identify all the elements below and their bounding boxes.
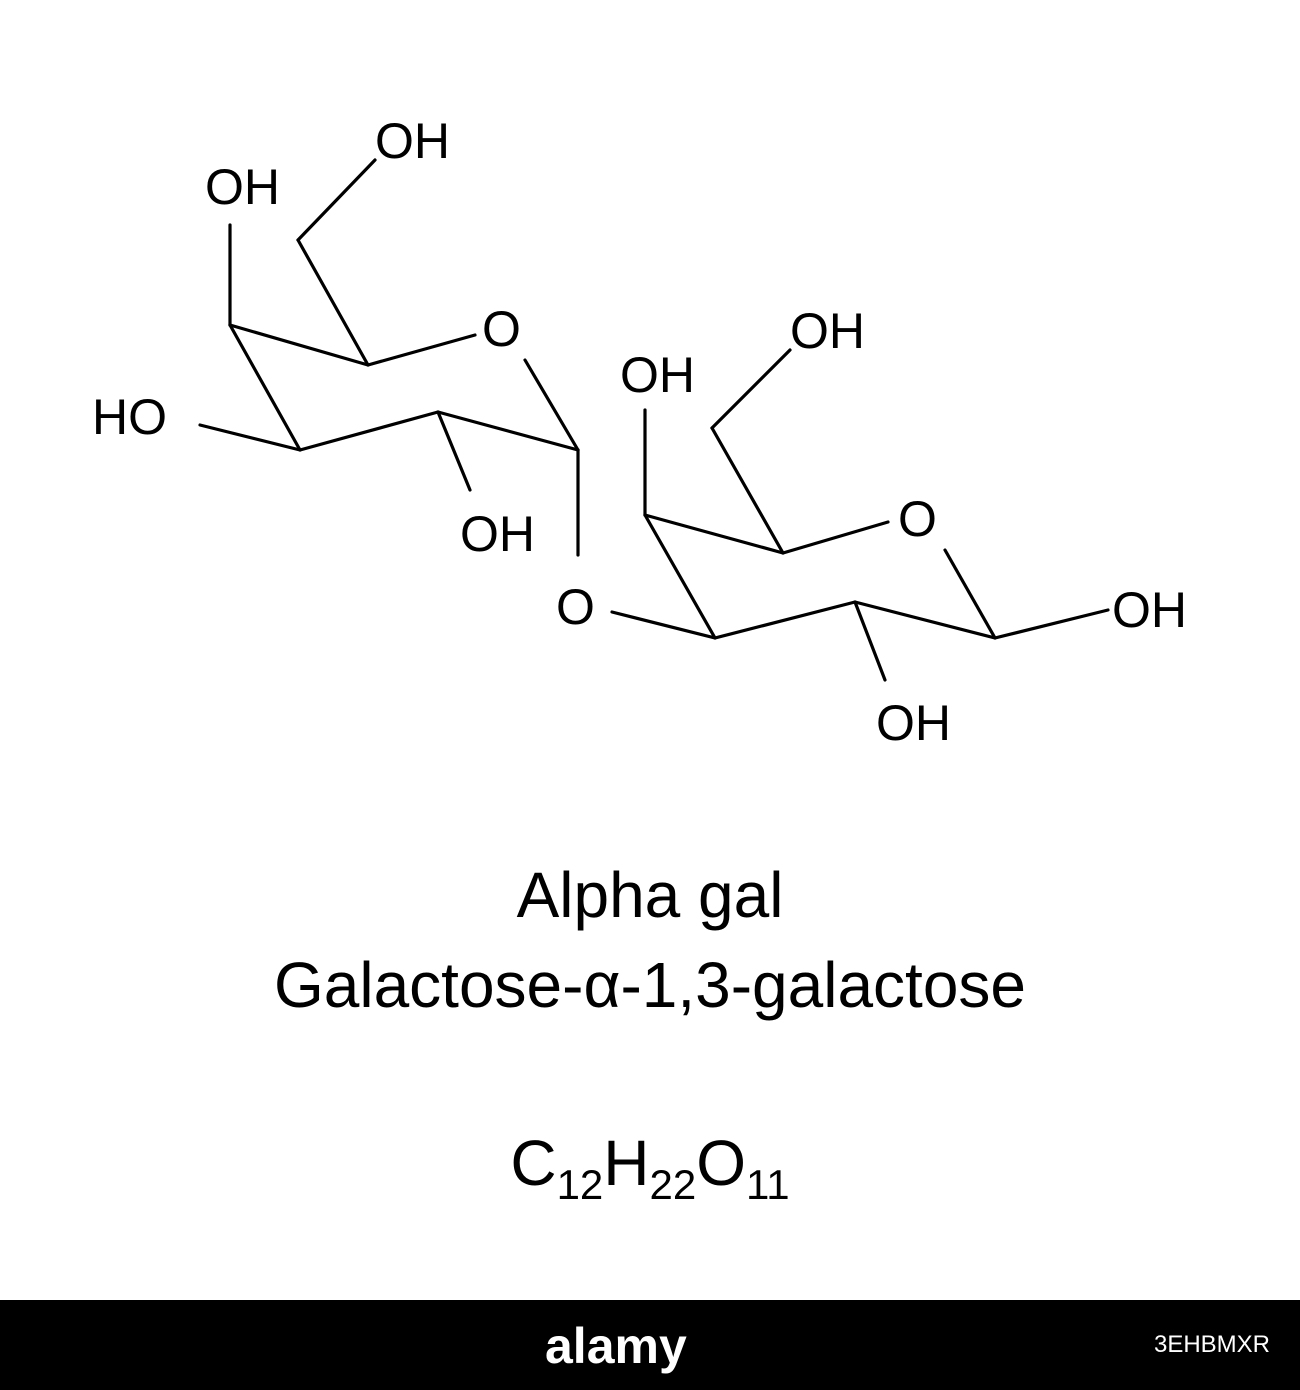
bond (853, 600, 997, 640)
bond (993, 608, 1110, 640)
bond (710, 426, 785, 555)
bond (228, 323, 370, 367)
bond (296, 238, 370, 367)
formula-element: H (603, 1127, 650, 1199)
bond (710, 348, 792, 430)
watermark-logo: alamy (545, 1318, 687, 1374)
bond (853, 600, 887, 682)
atom-label: OH (205, 159, 280, 215)
atom-label: OH (375, 113, 450, 169)
formula-count: 11 (746, 1161, 790, 1208)
formula-element: O (696, 1127, 747, 1199)
bond (296, 158, 377, 242)
formula-count: 12 (556, 1161, 604, 1208)
systematic-name: Galactose-α-1,3-galactose (273, 949, 1027, 1021)
bond (781, 520, 890, 555)
bond (228, 323, 302, 452)
bond (643, 513, 785, 555)
bond (198, 423, 302, 452)
atom-label: HO (92, 389, 167, 445)
molecular-formula: C12H22O11 (0, 1118, 1300, 1208)
atom-label: O (482, 301, 521, 357)
formula-element: C (510, 1127, 557, 1199)
atom-label: OH (620, 347, 695, 403)
atom-label: OH (876, 695, 951, 751)
bond (436, 410, 580, 452)
common-name: Alpha gal (516, 859, 784, 931)
image-id-label: 3EHBMXR (1153, 1331, 1270, 1358)
atom-label: OH (460, 506, 535, 562)
bond (436, 410, 472, 492)
bond (298, 410, 440, 452)
atom-label: OH (1112, 582, 1187, 638)
structural-formula: OH OH O HO OH O OH OH O OH OH (92, 113, 1187, 751)
bond (943, 548, 997, 640)
atom-label: O (556, 579, 595, 635)
atom-label: OH (790, 303, 865, 359)
watermark-footer-bar (0, 1300, 1300, 1390)
bond (713, 600, 857, 640)
bond (610, 610, 717, 640)
atom-label: O (898, 491, 937, 547)
formula-count: 22 (649, 1161, 697, 1208)
bond (523, 358, 580, 452)
bond (643, 513, 717, 640)
bond (366, 333, 477, 367)
